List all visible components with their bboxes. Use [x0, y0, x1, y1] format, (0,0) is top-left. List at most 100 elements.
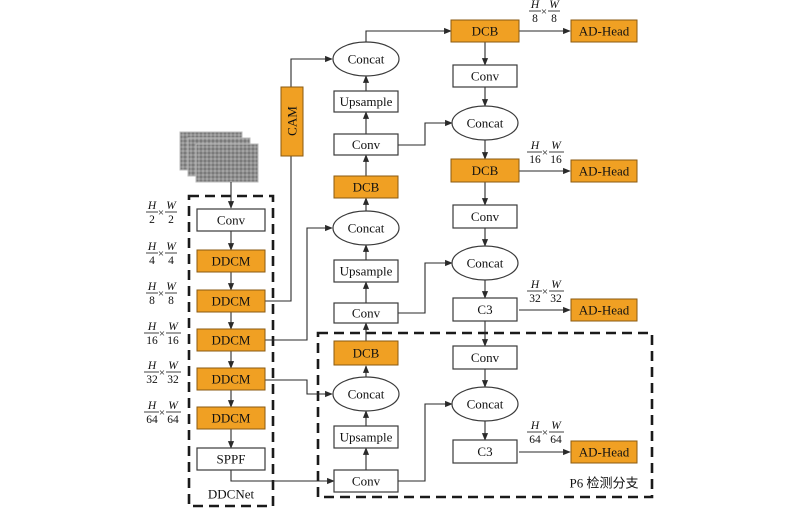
concat-2-label: Concat [348, 221, 385, 236]
conv-r1-node [452, 64, 518, 88]
cam-label: CAM [285, 106, 300, 136]
concat-3-node [332, 376, 400, 412]
frac-num: H [530, 0, 540, 11]
fraction-right-3: H 32 × W 32 [527, 279, 564, 305]
ad-head-1-node [570, 19, 638, 43]
conv-stem-label: Conv [217, 213, 246, 228]
conv-2-label: Conv [352, 306, 381, 321]
conv-r3-node [452, 345, 518, 370]
frac-times: × [158, 288, 164, 300]
frac-den: 32 [529, 293, 541, 305]
fraction-right-4: H 64 × W 64 [527, 420, 564, 446]
frac-den: 2 [168, 214, 174, 226]
upsample-1-node [333, 90, 399, 113]
fraction-left-4: H 16 × W 16 [144, 321, 181, 347]
frac-times: × [542, 427, 548, 439]
ad-head-3-label: AD-Head [579, 303, 630, 318]
concat-r1-label: Concat [467, 116, 504, 131]
frac-den: 64 [529, 434, 541, 446]
c3-r1-node [452, 297, 518, 322]
frac-times: × [158, 248, 164, 260]
conv-2-node [333, 302, 399, 324]
ad-head-1-label: AD-Head [579, 24, 630, 39]
c3-r2-node [452, 439, 518, 464]
frac-den: 16 [550, 154, 562, 166]
concat-r1-node [451, 105, 519, 141]
dcb-1-node [333, 175, 399, 199]
conv-r1-label: Conv [471, 69, 500, 84]
frac-times: × [159, 407, 165, 419]
frac-den: 8 [168, 295, 174, 307]
p6-branch-label: P6 检测分支 [570, 476, 639, 491]
concat-2-node [332, 210, 400, 246]
concat-1-label: Concat [348, 52, 385, 67]
concat-r2-label: Concat [467, 256, 504, 271]
dcb-r2-node [450, 158, 520, 183]
dcb-r1-node [450, 19, 520, 43]
sppf-node [196, 447, 266, 471]
frac-num: H [147, 321, 157, 333]
conv-3-node [333, 469, 399, 493]
cam-node [280, 86, 304, 157]
frac-num: H [530, 420, 540, 432]
frac-num: W [166, 281, 177, 293]
frac-num: W [551, 279, 562, 291]
dcb-r2-label: DCB [472, 163, 499, 178]
input-image-stack [179, 131, 259, 183]
frac-num: H [530, 140, 540, 152]
c3-r1-label: C3 [477, 302, 492, 317]
frac-times: × [159, 367, 165, 379]
dcb-2-label: DCB [353, 346, 380, 361]
upsample-2-label: Upsample [340, 264, 393, 279]
frac-num: W [168, 321, 179, 333]
fraction-left-2: H 4 × W 4 [146, 241, 177, 267]
fraction-right-1: H 8 × W 8 [529, 0, 560, 25]
ddcm-8-label: DDCM [211, 294, 250, 309]
frac-times: × [158, 207, 164, 219]
conv-1-label: Conv [352, 137, 381, 152]
c3-r2-label: C3 [477, 444, 492, 459]
fraction-left-3: H 8 × W 8 [146, 281, 177, 307]
upsample-2-node [333, 259, 399, 283]
fraction-right-2: H 16 × W 16 [527, 140, 564, 166]
frac-den: 8 [551, 13, 557, 25]
frac-times: × [542, 286, 548, 298]
frac-den: 16 [529, 154, 541, 166]
frac-times: × [159, 328, 165, 340]
concat-3-label: Concat [348, 387, 385, 402]
frac-num: W [166, 200, 177, 212]
frac-num: W [549, 0, 560, 11]
frac-num: W [551, 140, 562, 152]
frac-den: 32 [167, 374, 179, 386]
conv-r2-label: Conv [471, 209, 500, 224]
ddcm-64-label: DDCM [211, 411, 250, 426]
frac-num: H [530, 279, 540, 291]
dcb-1-label: DCB [353, 180, 380, 195]
ddcm-4-label: DDCM [211, 254, 250, 269]
connections [227, 27, 571, 485]
concat-1-node [332, 41, 400, 77]
ddcnet-label: DDCNet [208, 487, 255, 502]
frac-den: 64 [146, 414, 158, 426]
frac-den: 4 [149, 255, 155, 267]
frac-den: 32 [146, 374, 158, 386]
ddcm-32-node [196, 367, 266, 391]
concat-r3-node [451, 386, 519, 422]
conv-3-label: Conv [352, 474, 381, 489]
frac-num: W [168, 360, 179, 372]
ad-head-2-node [570, 159, 638, 183]
frac-den: 16 [146, 335, 158, 347]
conv-r3-label: Conv [471, 350, 500, 365]
frac-den: 8 [149, 295, 155, 307]
ddcm-8-node [196, 289, 266, 313]
frac-times: × [542, 147, 548, 159]
frac-times: × [541, 6, 547, 18]
detection-heads: AD-Head AD-Head AD-Head AD-Head [570, 19, 638, 464]
fraction-left-1: H 2 × W 2 [146, 200, 177, 226]
frac-num: H [147, 281, 157, 293]
upsample-1-label: Upsample [340, 94, 393, 109]
frac-num: H [147, 200, 157, 212]
ad-head-2-label: AD-Head [579, 164, 630, 179]
ddcm-4-node [196, 249, 266, 273]
frac-den: 32 [550, 293, 562, 305]
